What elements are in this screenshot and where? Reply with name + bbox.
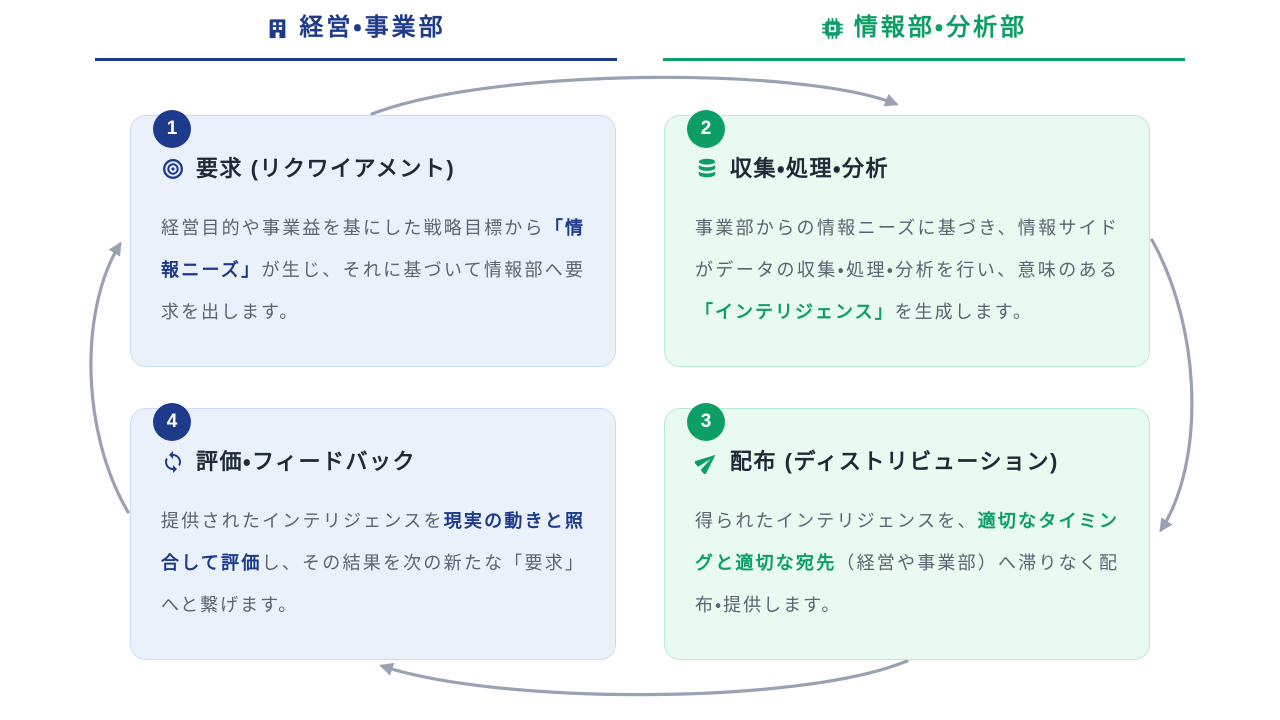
card-distribution: 3 配布 (ディストリビューション) 得られたインテリジェンスを、適切なタイミン… <box>664 403 1150 660</box>
card-collection: 2 収集・処理・分析 事業部からの情報ニーズに基づき、情報サイドがデータの収集・… <box>664 110 1150 367</box>
card-requirement: 1 要求 (リクワイアメント) 経営目的や事業益を基にした戦略目標から「情報ニー… <box>130 110 616 367</box>
card-distribution-title-text: 配布 (ディストリビューション) <box>730 449 1059 474</box>
arrow-4-to-1 <box>89 241 130 514</box>
card-feedback-body: 提供されたインテリジェンスを現実の動きと照合して評価し、その結果を次の新たな「要… <box>161 511 586 615</box>
card-collection-title: 収集・処理・分析 <box>695 154 1119 184</box>
step-number-badge: 4 <box>153 403 191 441</box>
card-requirement-body: 経営目的や事業益を基にした戦略目標から「情報ニーズ」が生じ、それに基づいて情報部… <box>161 218 586 322</box>
paper-plane-icon <box>695 450 719 474</box>
card-distribution-title: 配布 (ディストリビューション) <box>695 447 1119 477</box>
card-distribution-body: 得られたインテリジェンスを、適切なタイミングと適切な宛先（経営や事業部）へ滞りな… <box>695 511 1120 615</box>
header-management-division: 経営・事業部 <box>95 10 617 61</box>
arrow-1-to-2 <box>370 75 899 116</box>
card-feedback: 4 評価・フィードバック 提供されたインテリジェンスを現実の動きと照合して評価し… <box>130 403 616 660</box>
database-icon <box>695 157 719 181</box>
sync-icon <box>161 450 185 474</box>
target-icon <box>161 157 185 181</box>
building-icon <box>266 17 289 40</box>
step-number-badge: 3 <box>687 403 725 441</box>
card-collection-body: 事業部からの情報ニーズに基づき、情報サイドがデータの収集・処理・分析を行い、意味… <box>695 218 1119 322</box>
microchip-icon <box>821 17 844 40</box>
arrow-3-to-4 <box>379 659 909 697</box>
card-requirement-title-text: 要求 (リクワイアメント) <box>196 156 456 181</box>
card-feedback-title-text: 評価・フィードバック <box>196 449 417 474</box>
card-requirement-title: 要求 (リクワイアメント) <box>161 154 585 184</box>
arrow-2-to-3 <box>1150 238 1194 533</box>
step-number-badge: 2 <box>687 110 725 148</box>
header-management-label: 経営・事業部 <box>299 14 446 41</box>
step-number-badge: 1 <box>153 110 191 148</box>
card-feedback-title: 評価・フィードバック <box>161 447 585 477</box>
header-intelligence-label: 情報部・分析部 <box>853 14 1028 41</box>
card-collection-title-text: 収集・処理・分析 <box>730 156 889 181</box>
header-intelligence-division: 情報部・分析部 <box>663 10 1185 61</box>
